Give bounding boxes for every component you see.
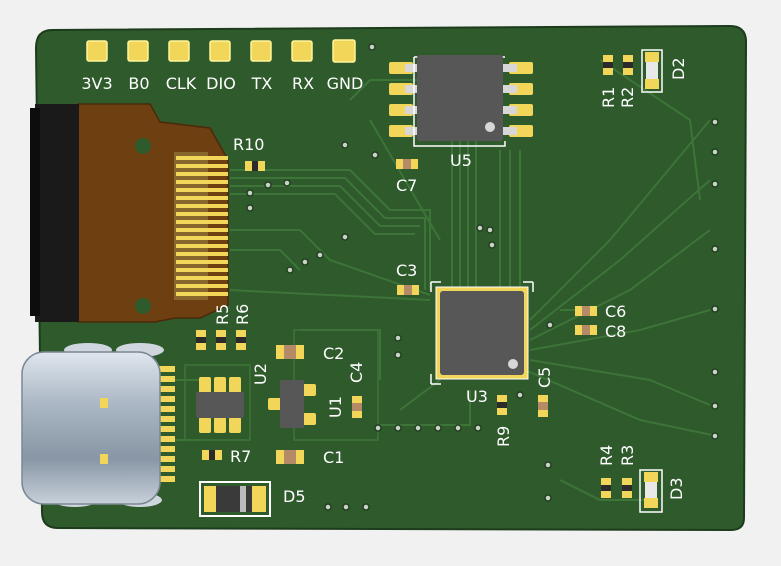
ref-r5: R5 (213, 304, 232, 325)
ic-u2 (196, 377, 244, 433)
diode-d5 (199, 481, 271, 517)
ic-u5 (389, 55, 533, 147)
ref-r2: R2 (618, 87, 637, 108)
pin-label-3v3: 3V3 (81, 74, 112, 93)
ic-u1 (268, 380, 316, 428)
ref-r4: R4 (597, 445, 616, 466)
vias (246, 43, 719, 511)
ic-u3 (430, 281, 534, 385)
pin-label-gnd: GND (327, 74, 364, 93)
ref-u3: U3 (466, 387, 488, 406)
smd-capacitors (276, 159, 597, 464)
ref-r7: R7 (230, 447, 251, 466)
copper-traces (160, 59, 713, 501)
ref-c3: C3 (396, 261, 417, 280)
ref-d3: D3 (667, 478, 686, 501)
pin-label-dio: DIO (206, 74, 236, 93)
ref-c5: C5 (535, 367, 554, 388)
led-d3 (639, 469, 663, 513)
smd-resistors (196, 55, 633, 498)
ref-r1: R1 (599, 87, 618, 108)
ref-c7: C7 (396, 176, 417, 195)
ref-r9: R9 (494, 426, 513, 447)
ref-c2: C2 (323, 344, 344, 363)
led-d2 (641, 49, 663, 93)
ref-u1: U1 (326, 396, 345, 418)
ffc-connector (30, 103, 229, 323)
ref-c1: C1 (323, 448, 344, 467)
header-pads (86, 39, 356, 63)
pin-label-b0: B0 (128, 74, 149, 93)
ref-r10: R10 (233, 135, 264, 154)
ref-u2: U2 (251, 363, 270, 385)
ref-c6: C6 (605, 302, 626, 321)
ref-r6: R6 (233, 304, 252, 325)
ref-c8: C8 (605, 322, 626, 341)
pin-label-clk: CLK (166, 74, 197, 93)
pin-label-rx: RX (292, 74, 314, 93)
ref-u5: U5 (450, 151, 472, 170)
ref-d2: D2 (669, 58, 688, 81)
usb-c-connector (21, 343, 175, 507)
ref-d5: D5 (283, 487, 306, 506)
ref-r3: R3 (618, 445, 637, 466)
ref-c4: C4 (347, 362, 366, 383)
pin-label-tx: TX (251, 74, 273, 93)
